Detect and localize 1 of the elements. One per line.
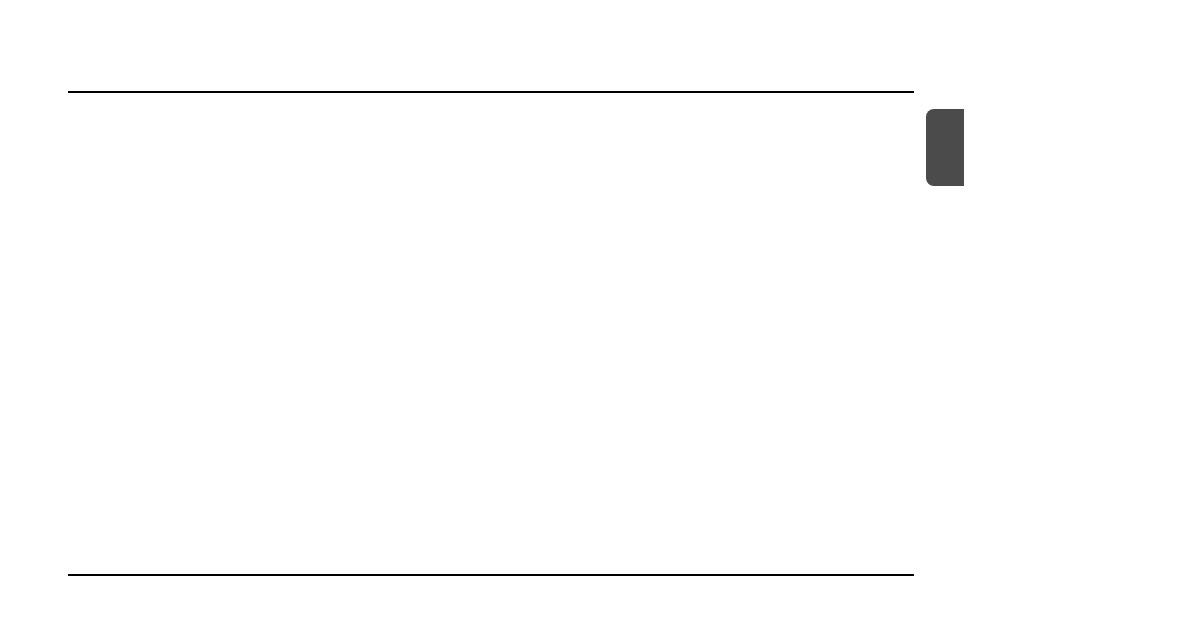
chapter-tab: [926, 109, 964, 186]
